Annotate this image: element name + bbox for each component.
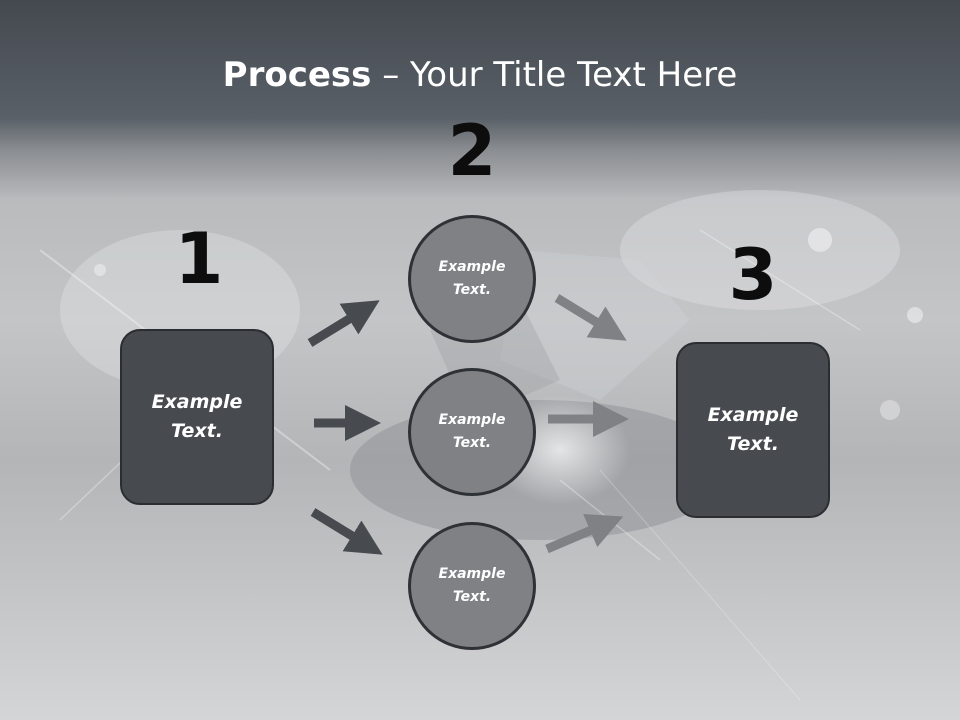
arrow-bottom-to-step3 <box>545 514 624 554</box>
step-3-label-line-1: Example <box>707 404 799 426</box>
arrow-step1-to-top <box>307 300 380 347</box>
circle-top-label-line-2: Text. <box>452 282 492 298</box>
slide-title: Process – Your Title Text Here <box>0 54 960 96</box>
step-number-2: 2 <box>447 110 497 192</box>
title-separator: – <box>371 55 411 95</box>
arrow-step1-to-bottom <box>310 508 383 555</box>
circle-bottom-label-line-2: Text. <box>452 589 492 605</box>
circle-middle-label-line-1: Example <box>438 412 506 428</box>
step-number-1: 1 <box>174 218 224 300</box>
circle-bottom-label-line-1: Example <box>438 566 506 582</box>
title-rest: Your Title Text Here <box>410 55 738 95</box>
step-3-label-line-2: Text. <box>727 433 779 455</box>
circle-top-label-line-1: Example <box>438 259 506 275</box>
circle-middle-label-line-2: Text. <box>452 435 492 451</box>
step-1-label-line-2: Text. <box>171 420 223 442</box>
step-number-3: 3 <box>728 234 778 316</box>
title-strong: Process <box>222 55 372 95</box>
step-1-label-line-1: Example <box>151 391 243 413</box>
arrow-top-to-step3 <box>554 294 627 341</box>
